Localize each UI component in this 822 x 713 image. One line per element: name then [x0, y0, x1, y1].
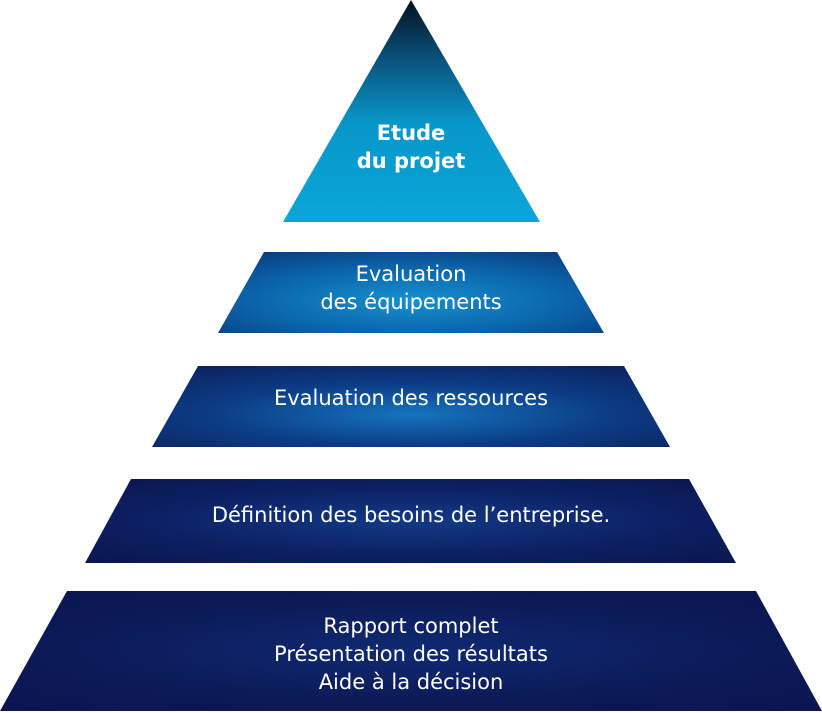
tier-etude-label: Etude du projet: [0, 119, 822, 175]
tier-rapport-label: Rapport complet Présentation des résulta…: [0, 612, 822, 696]
tier-etude-line-2: du projet: [356, 149, 466, 173]
tier-rapport-shape: [0, 591, 822, 711]
tier-rapport-line-3: Aide à la décision: [318, 670, 504, 694]
tier-etude-line-1: Etude: [376, 121, 446, 145]
tier-besoins-label: Définition des besoins de l’entreprise.: [0, 501, 822, 529]
tier-besoins-shape: [85, 479, 736, 563]
tier-equipements-label: Evaluation des équipements: [0, 260, 822, 316]
tier-rapport-line-1: Rapport complet: [323, 614, 499, 638]
tier-equipements-line-1: Evaluation: [355, 262, 467, 286]
tier-etude-shape: [283, 0, 540, 222]
tier-ressources-shape: [152, 366, 670, 447]
tier-ressources-line-1: Evaluation des ressources: [273, 386, 549, 410]
tier-ressources-label: Evaluation des ressources: [0, 384, 822, 412]
tier-rapport-line-2: Présentation des résultats: [274, 642, 548, 666]
tier-equipements-line-2: des équipements: [320, 290, 502, 314]
tier-besoins-line-1: Définition des besoins de l’entreprise.: [211, 503, 611, 527]
tier-equipements-shape: [218, 252, 604, 333]
